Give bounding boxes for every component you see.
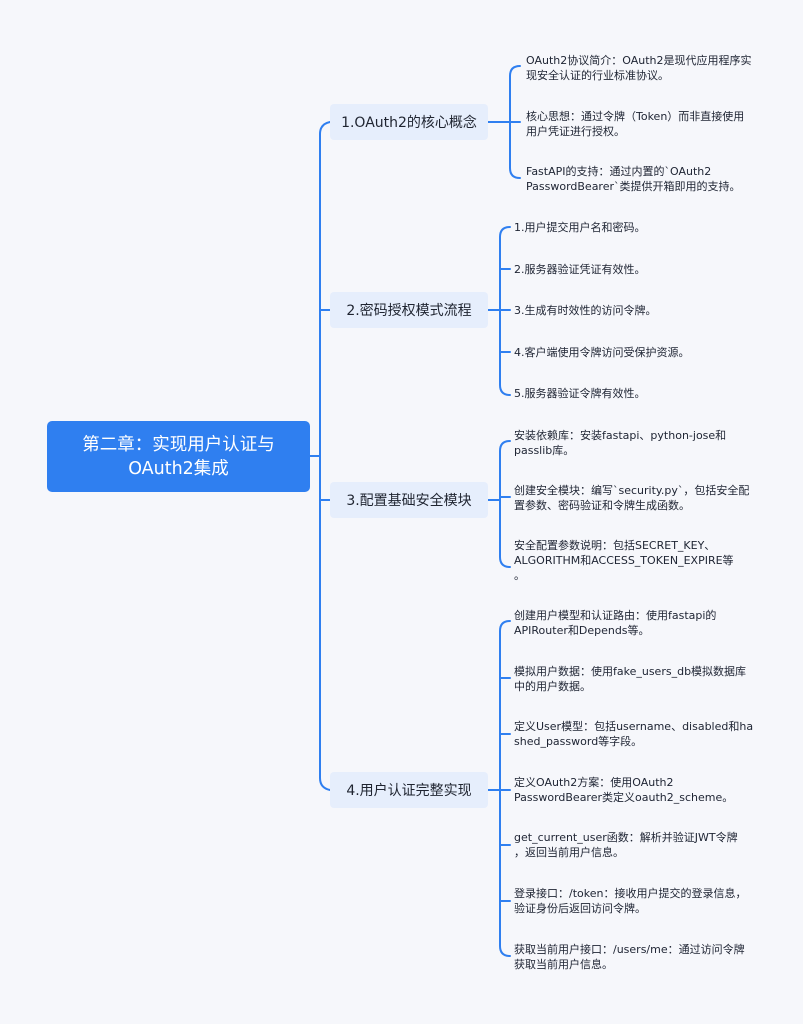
branch-node-user-auth[interactable]: 4.用户认证完整实现	[330, 772, 488, 808]
branch-1-spine	[499, 65, 521, 179]
branch-3-spine	[499, 440, 511, 568]
leaf-node[interactable]: 登录接口：/token：接收用户提交的登录信息，验证身份后返回访问令牌。	[514, 887, 747, 915]
leaf-node[interactable]: 核心思想：通过令牌（Token）而非直接使用用户凭证进行授权。	[526, 110, 745, 138]
branch-label: 2.密码授权模式流程	[346, 303, 472, 319]
root-trunk	[319, 121, 331, 791]
root-node[interactable]: 第二章：实现用户认证与 OAuth2集成	[47, 421, 310, 492]
branch-node-password-flow[interactable]: 2.密码授权模式流程	[330, 292, 488, 328]
branch-node-oauth2-concepts[interactable]: 1.OAuth2的核心概念	[330, 104, 488, 140]
root-title: 第二章：实现用户认证与 OAuth2集成	[82, 434, 275, 479]
leaf-node[interactable]: 1.用户提交用户名和密码。	[514, 221, 646, 234]
leaf-node[interactable]: 模拟用户数据：使用fake_users_db模拟数据库中的用户数据。	[514, 665, 747, 693]
branch-label: 4.用户认证完整实现	[346, 783, 472, 799]
branch-label: 1.OAuth2的核心概念	[341, 115, 477, 131]
leaf-node[interactable]: 获取当前用户接口：/users/me：通过访问令牌获取当前用户信息。	[514, 943, 745, 971]
leaf-node[interactable]: 安装依赖库：安装fastapi、python-jose和 passlib库。	[514, 429, 727, 457]
branch-label: 3.配置基础安全模块	[346, 493, 472, 509]
leaf-node[interactable]: 安全配置参数说明：包括SECRET_KEY、 ALGORITHM和ACCESS_…	[514, 539, 734, 582]
branch-2-spine	[499, 226, 511, 396]
branch-node-security-module[interactable]: 3.配置基础安全模块	[330, 482, 488, 518]
branch-4-spine	[499, 620, 511, 957]
leaf-node[interactable]: get_current_user函数：解析并验证JWT令牌 ，返回当前用户信息。	[514, 831, 738, 859]
leaf-node[interactable]: 定义User模型：包括username、disabled和hashed_pass…	[514, 720, 754, 748]
leaf-node[interactable]: 5.服务器验证令牌有效性。	[514, 387, 646, 400]
leaf-node[interactable]: 定义OAuth2方案：使用OAuth2 PasswordBearer类定义oau…	[514, 776, 734, 804]
leaf-node[interactable]: OAuth2协议简介：OAuth2是现代应用程序实现安全认证的行业标准协议。	[526, 54, 752, 82]
leaf-node[interactable]: 2.服务器验证凭证有效性。	[514, 263, 646, 276]
leaf-node[interactable]: 3.生成有时效性的访问令牌。	[514, 304, 657, 317]
leaf-node[interactable]: 创建用户模型和认证路由：使用fastapi的 APIRouter和Depends…	[514, 609, 717, 637]
leaf-node[interactable]: 创建安全模块：编写`security.py`，包括安全配置参数、密码验证和令牌生…	[514, 484, 750, 512]
leaf-node[interactable]: 4.客户端使用令牌访问受保护资源。	[514, 346, 690, 359]
leaf-node[interactable]: FastAPI的支持：通过内置的`OAuth2 PasswordBearer`类…	[526, 165, 741, 193]
